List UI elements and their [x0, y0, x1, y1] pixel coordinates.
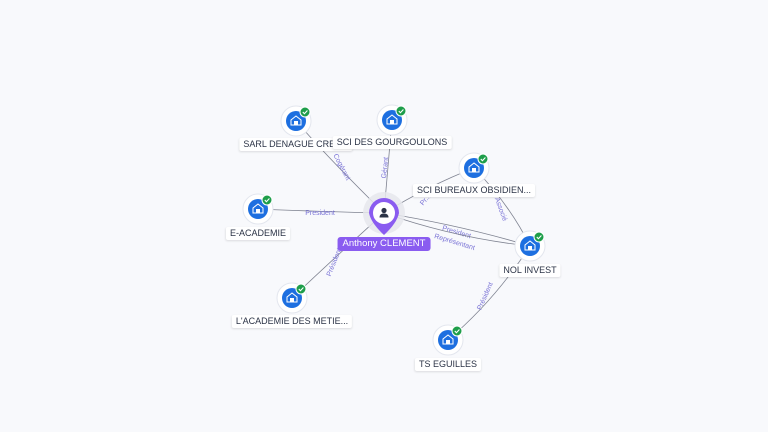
company-label[interactable]: E-ACADEMIE [225, 227, 291, 240]
company-node-nol[interactable] [514, 230, 546, 262]
verified-check-icon [533, 231, 545, 243]
relation-label: President [305, 210, 335, 217]
verified-check-icon [295, 283, 307, 295]
relation-label: Associé [493, 197, 508, 223]
person-node[interactable] [363, 192, 405, 235]
nodes-layer [242, 104, 546, 356]
company-label[interactable]: L'ACADEMIE DES METIE... [231, 315, 353, 328]
verified-check-icon [395, 105, 407, 117]
verified-check-icon [299, 106, 311, 118]
company-node-bureaux[interactable] [458, 152, 490, 184]
building-icon [468, 162, 480, 173]
company-node-ts[interactable] [432, 324, 464, 356]
company-label[interactable]: SARL DENAGUE CREA... [239, 138, 353, 151]
building-icon [252, 203, 264, 214]
company-label[interactable]: SCI BUREAUX OBSIDIEN... [412, 184, 536, 197]
company-label[interactable]: TS EGUILLES [414, 358, 482, 371]
building-icon [524, 240, 536, 251]
building-icon [290, 115, 302, 126]
company-label[interactable]: NOL INVEST [499, 264, 561, 277]
verified-check-icon [477, 153, 489, 165]
company-node-sarl[interactable] [280, 105, 312, 137]
relation-label: Président [326, 247, 344, 277]
company-node-gourg[interactable] [376, 104, 408, 136]
relation-label: Cogérant [331, 153, 351, 182]
verified-check-icon [261, 194, 273, 206]
company-label[interactable]: SCI DES GOURGOULONS [332, 136, 452, 149]
company-node-lacad[interactable] [276, 282, 308, 314]
building-icon [286, 292, 298, 303]
verified-check-icon [451, 325, 463, 337]
company-node-eacad[interactable] [242, 193, 274, 225]
person-name-label[interactable]: Anthony CLEMENT [337, 237, 431, 251]
relation-label: Gérant [381, 157, 390, 179]
building-icon [442, 334, 454, 345]
user-icon [379, 207, 389, 218]
building-icon [386, 114, 398, 125]
